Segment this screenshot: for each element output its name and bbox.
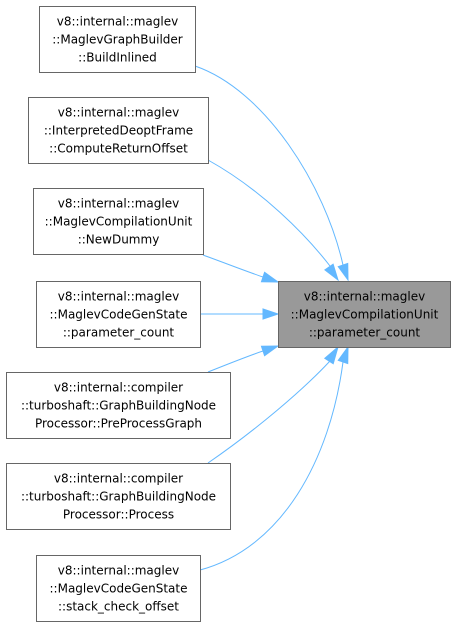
caller-node-5-label-line-3: Processor::PreProcessGraph — [35, 417, 202, 431]
caller-node-1-label-line-3: ::BuildInlined — [78, 51, 157, 65]
edge-line — [207, 360, 331, 464]
caller-node-7-label-line-3: ::stack_check_offset — [58, 600, 179, 614]
caller-node-2-label-line-3: ::ComputeReturnOffset — [49, 142, 188, 156]
edges-layer — [194, 65, 349, 571]
caller-node-3-label-line-2: ::MaglevCompilationUnit — [45, 215, 193, 229]
caller-node-7-box — [36, 555, 201, 622]
edge-7 — [199, 345, 349, 571]
caller-node-7[interactable]: v8::internal::maglev::MaglevCodeGenState… — [36, 555, 201, 622]
edge-line — [199, 361, 344, 571]
target-node[interactable]: v8::internal::maglev::MaglevCompilationU… — [278, 281, 451, 348]
caller-node-5[interactable]: v8::internal::compiler::turboshaft::Grap… — [6, 372, 231, 439]
caller-node-6-label-line-3: Processor::Process — [63, 508, 174, 522]
edge-line — [202, 254, 264, 278]
caller-node-2[interactable]: v8::internal::maglev::InterpretedDeoptFr… — [28, 97, 209, 164]
caller-node-4[interactable]: v8::internal::maglev::MaglevCodeGenState… — [36, 281, 201, 348]
caller-node-4-label-line-3: ::parameter_count — [63, 326, 175, 340]
edge-5 — [207, 345, 280, 373]
edge-arrowhead — [260, 345, 280, 357]
edge-arrowhead — [262, 308, 280, 320]
target-node-label-line-1: v8::internal::maglev — [304, 290, 425, 304]
caller-node-2-label-line-1: v8::internal::maglev — [58, 106, 179, 120]
edge-line — [207, 350, 264, 373]
caller-node-6[interactable]: v8::internal::compiler::turboshaft::Grap… — [6, 463, 231, 530]
caller-node-5-label-line-2: ::turboshaft::GraphBuildingNode — [21, 399, 216, 413]
edge-4 — [200, 308, 280, 320]
caller-node-3[interactable]: v8::internal::maglev::MaglevCompilationU… — [33, 188, 204, 255]
caller-node-3-label-line-3: ::NewDummy — [78, 233, 160, 247]
target-node-label-line-2: ::MaglevCompilationUnit — [291, 308, 439, 322]
caller-node-6-label-line-1: v8::internal::compiler — [54, 472, 183, 486]
caller-node-1-label-line-2: ::MaglevGraphBuilder — [52, 33, 183, 47]
edge-3 — [202, 254, 280, 283]
edge-2 — [207, 159, 339, 282]
edge-line — [207, 159, 331, 267]
edge-6 — [207, 345, 339, 464]
edge-line — [194, 65, 344, 266]
target-node-box — [278, 281, 451, 348]
edge-arrowhead — [337, 345, 349, 365]
caller-node-3-box — [33, 188, 204, 255]
caller-node-1-box — [39, 6, 196, 73]
caller-node-5-box — [6, 372, 231, 439]
caller-node-2-box — [28, 97, 209, 164]
caller-node-7-label-line-1: v8::internal::maglev — [58, 564, 179, 578]
caller-node-4-label-line-2: ::MaglevCodeGenState — [50, 308, 188, 322]
edge-arrowhead — [260, 271, 280, 283]
edge-1 — [194, 65, 349, 282]
caller-node-5-label-line-1: v8::internal::compiler — [54, 381, 183, 395]
caller-node-3-label-line-1: v8::internal::maglev — [58, 197, 179, 211]
edge-arrowhead — [324, 263, 339, 282]
caller-node-1-label-line-1: v8::internal::maglev — [57, 15, 178, 29]
caller-node-4-box — [36, 281, 201, 348]
edge-arrowhead — [337, 262, 349, 282]
target-node-label-line-3: ::parameter_count — [309, 326, 421, 340]
nodes-layer: v8::internal::maglev::MaglevGraphBuilder… — [6, 6, 451, 622]
edge-arrowhead — [323, 345, 339, 365]
caller-node-6-label-line-2: ::turboshaft::GraphBuildingNode — [21, 490, 216, 504]
caller-node-2-label-line-2: ::InterpretedDeoptFrame — [44, 124, 193, 138]
caller-node-7-label-line-2: ::MaglevCodeGenState — [50, 582, 188, 596]
caller-node-4-label-line-1: v8::internal::maglev — [58, 290, 179, 304]
caller-node-6-box — [6, 463, 231, 530]
caller-node-1[interactable]: v8::internal::maglev::MaglevGraphBuilder… — [39, 6, 196, 73]
